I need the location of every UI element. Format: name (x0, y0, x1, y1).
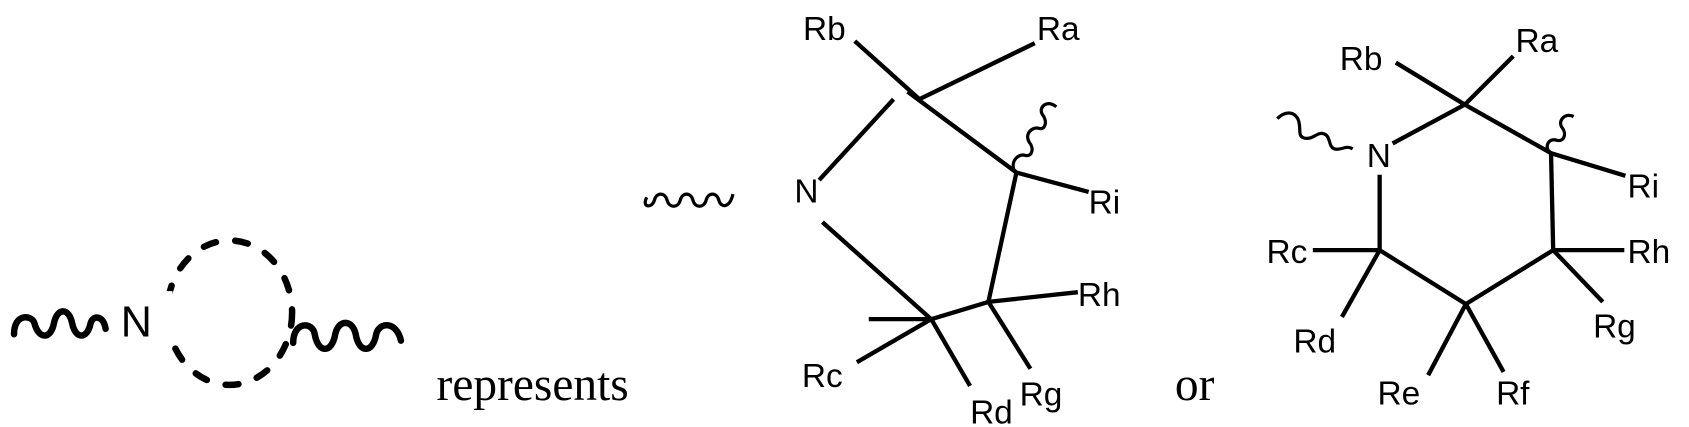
wavy-bond-icon (10, 308, 109, 339)
generic-ring-structure: N (10, 237, 405, 389)
label-rh: Rh (1628, 234, 1671, 271)
label-rg: Rg (1593, 308, 1636, 345)
wavy-bond-icon (1011, 102, 1058, 174)
label-ra: Ra (1515, 23, 1558, 60)
label-rd: Rd (1293, 324, 1336, 361)
wavy-bond-icon (643, 192, 735, 208)
pyrrolidine-structure: N Rb Ra Ri Rh Rg Rc Rd (643, 11, 1121, 427)
or-text: or (1175, 359, 1215, 411)
label-rg: Rg (1020, 376, 1063, 413)
piperidine-n-atom: N (1367, 138, 1391, 175)
label-re: Re (1377, 375, 1420, 412)
represents-text: represents (437, 359, 629, 411)
piperidine-structure: N Rb Ra Ri Rh Rg Rc Rd Re Rf (1266, 23, 1670, 412)
label-ra: Ra (1037, 11, 1080, 48)
label-rd: Rd (970, 395, 1013, 427)
label-rh: Rh (1078, 277, 1121, 314)
pyrrolidine-n-atom: N (794, 174, 818, 211)
generic-n-atom: N (121, 298, 152, 346)
label-rc: Rc (1266, 234, 1307, 271)
label-rb: Rb (803, 11, 846, 48)
label-ri: Ri (1628, 168, 1660, 205)
wavy-bond-icon (1545, 113, 1575, 155)
wavy-bond-icon (289, 319, 405, 352)
label-rb: Rb (1340, 41, 1383, 78)
label-ri: Ri (1089, 185, 1121, 222)
wavy-bond-icon (1276, 111, 1354, 151)
label-rc: Rc (802, 358, 843, 395)
label-rf: Rf (1496, 375, 1530, 412)
dashed-ring-icon (163, 237, 296, 389)
